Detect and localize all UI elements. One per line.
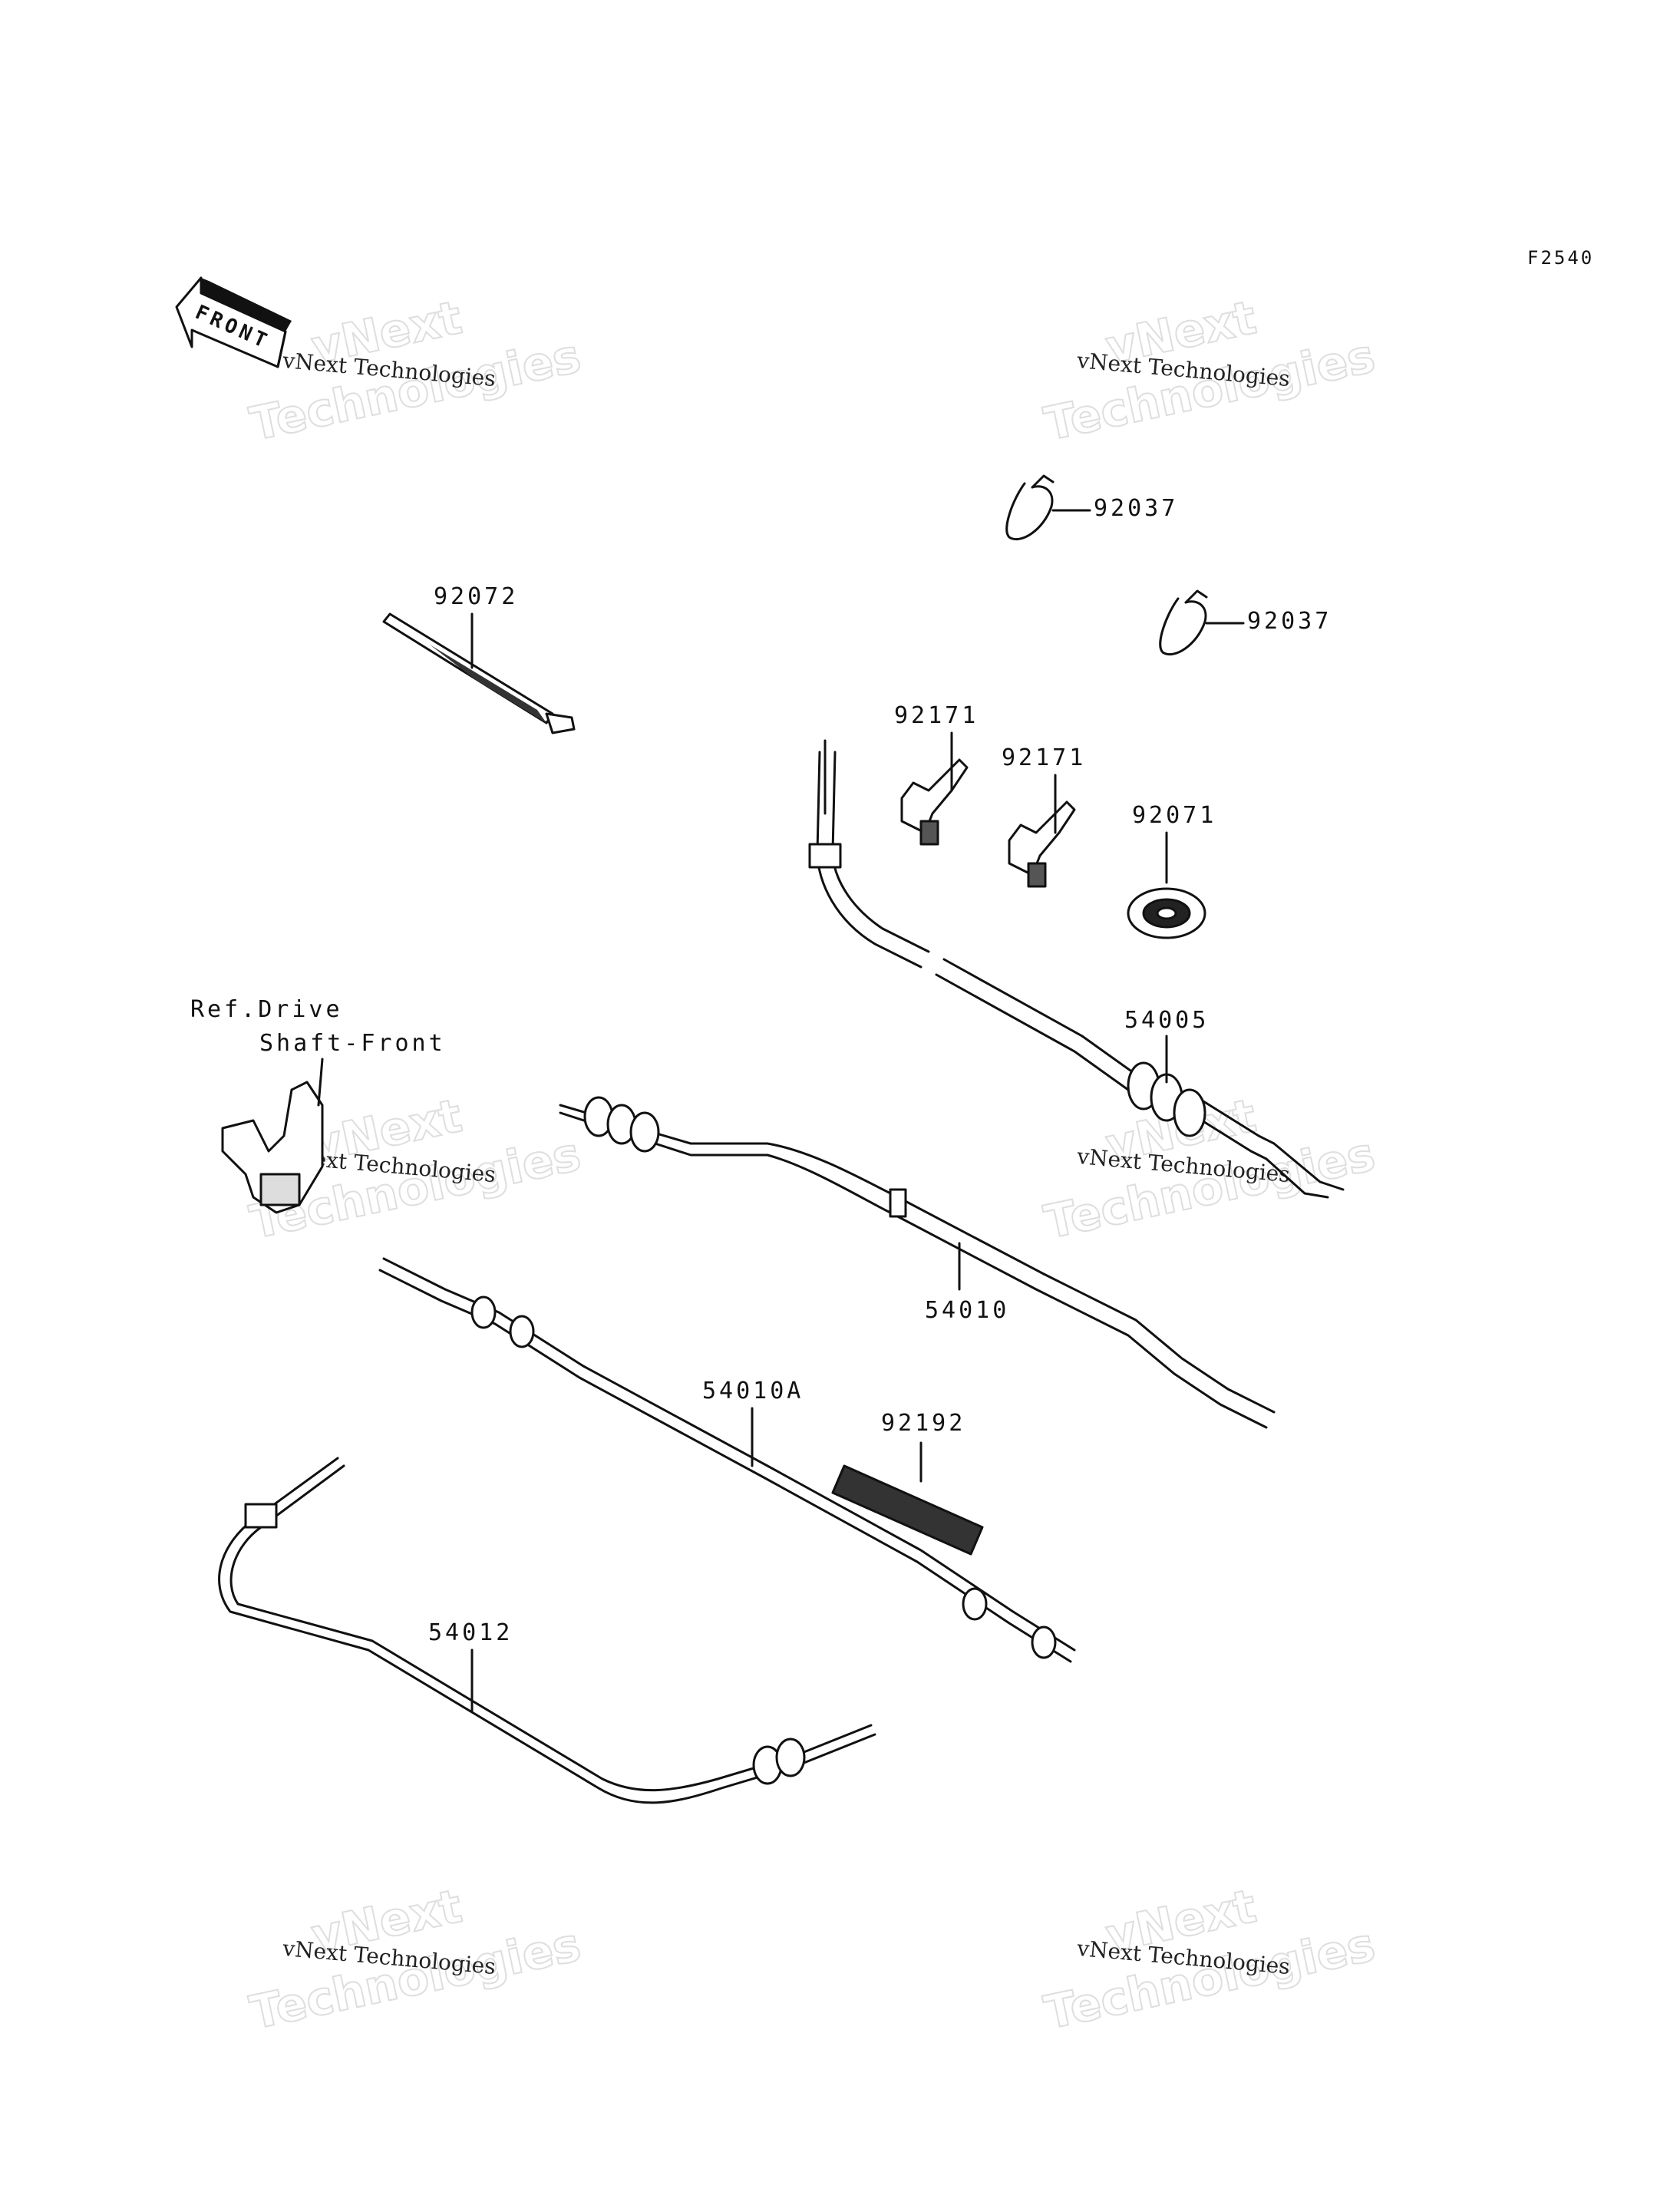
cable-54012-icon (218, 1457, 876, 1804)
part-label-92037-a: 92037 (1094, 495, 1179, 522)
cable-tie-92072-icon (382, 612, 576, 734)
part-label-92171-a: 92171 (894, 702, 979, 729)
part-label-54010: 54010 (925, 1297, 1010, 1324)
cable-54010-icon (559, 1096, 1276, 1429)
part-label-92192: 92192 (881, 1410, 966, 1437)
grommet-92171-a-icon (900, 731, 969, 846)
grommet-92171-b-icon (1008, 774, 1076, 888)
part-label-92072: 92072 (434, 583, 519, 610)
diagram-code: F2540 (1527, 247, 1595, 269)
cable-54005-icon (808, 739, 1345, 1199)
drive-shaft-bracket-icon (221, 1058, 324, 1214)
part-label-54005: 54005 (1124, 1007, 1210, 1034)
part-label-92071: 92071 (1132, 802, 1217, 829)
part-label-54010A: 54010A (702, 1378, 804, 1404)
part-label-92037-b: 92037 (1247, 608, 1332, 635)
part-label-54012: 54012 (428, 1619, 513, 1646)
clamp-92037-b-icon (1159, 589, 1245, 656)
sleeve-92192-icon (831, 1441, 984, 1556)
grommet-92071-icon (1127, 831, 1206, 939)
front-arrow-icon (175, 276, 292, 368)
ref-label-line1: Ref.Drive (190, 996, 343, 1023)
clamp-92037-a-icon (1005, 474, 1091, 541)
ref-label-line2: Shaft-Front (259, 1030, 446, 1057)
cable-54010A-icon (378, 1257, 1076, 1663)
part-label-92171-b: 92171 (1002, 744, 1087, 771)
